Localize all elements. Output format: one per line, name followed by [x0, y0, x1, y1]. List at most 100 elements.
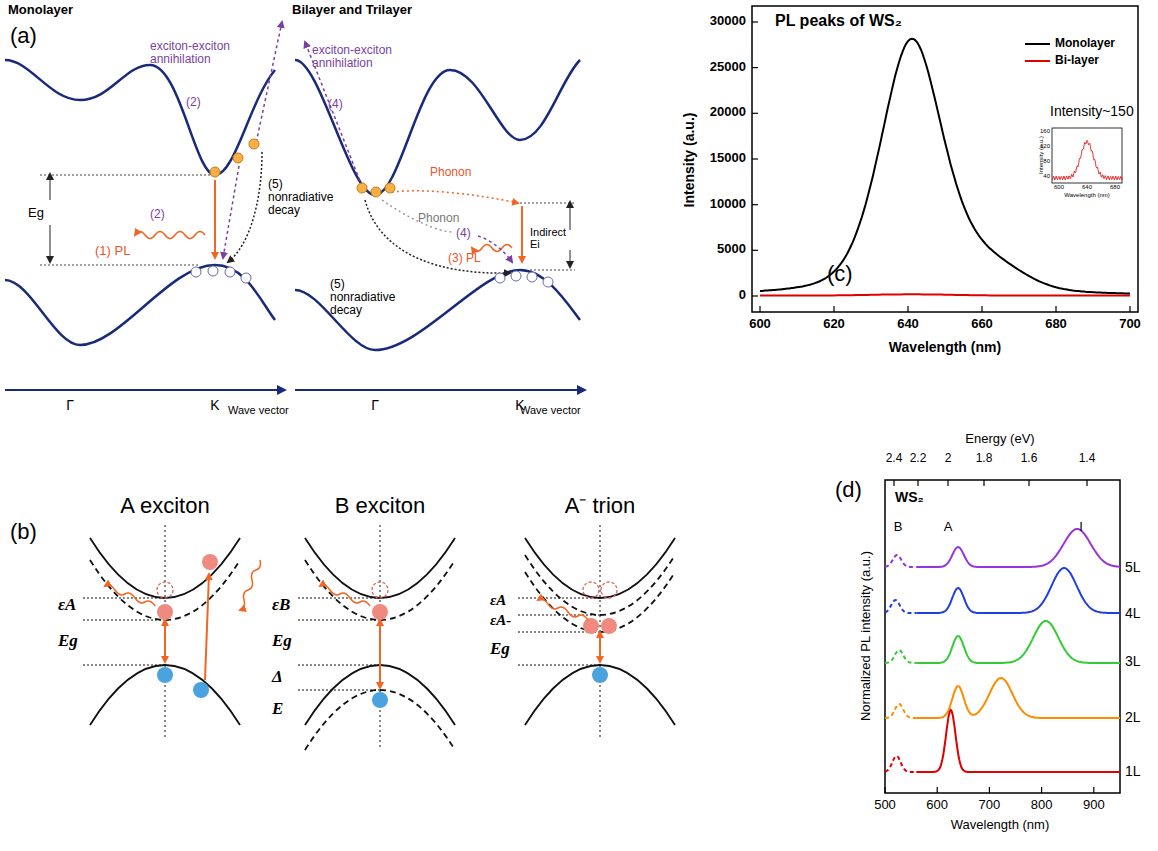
spectrum-curve: [916, 621, 1120, 663]
tick-label: 5000: [717, 242, 746, 256]
axis-tick: [1055, 306, 1056, 312]
axis-tick: [989, 787, 990, 793]
spectrum-curve: [885, 756, 916, 772]
panel-title: A⁻ trion: [565, 494, 636, 518]
tick-label: 0: [739, 288, 746, 302]
energy-label: Indirect Ei: [530, 226, 568, 250]
axis-label: Wavelength (nm): [1064, 192, 1109, 199]
axis-tick: [752, 295, 758, 296]
spectra: [752, 22, 1130, 793]
axis-tick: [937, 787, 938, 793]
series-label: 4L: [1125, 606, 1141, 621]
chart-frame-c: [752, 6, 1138, 312]
energy-label: Eg: [58, 632, 78, 651]
axis-point: Γ: [371, 398, 379, 413]
tick-label: 15000: [710, 151, 746, 165]
panel-title: Bilayer and Trilayer: [292, 3, 412, 17]
chart-title: WS₂: [895, 490, 924, 505]
axis-label: Wavelength (nm): [889, 340, 1001, 355]
panel-letter: (d): [835, 478, 862, 502]
energy-label: εA: [490, 592, 506, 609]
tick-label: 1.8: [976, 452, 993, 465]
axis-tick: [752, 204, 758, 205]
spectrum-curve: [760, 294, 1130, 295]
axis-point: K: [210, 398, 219, 413]
tick-label: 600: [749, 317, 771, 331]
axis-tick: [752, 158, 758, 159]
spectrum-curve: [916, 568, 1120, 613]
process-label: (3) PL: [448, 252, 481, 265]
tick-label: 600: [926, 798, 948, 812]
tick-label: 40: [1043, 173, 1050, 180]
callout-number: (4): [456, 227, 471, 240]
process-label: exciton-exciton annihilation: [312, 44, 407, 70]
tick-label: 1.6: [1021, 452, 1038, 465]
callout-number: (4): [328, 98, 343, 111]
tick-label: 660: [971, 317, 993, 331]
note-label: Intensity~150: [1050, 104, 1134, 119]
process-label: (5) nonradiative decay: [330, 278, 410, 318]
energy-label: Eg: [490, 640, 510, 659]
axis-tick: [981, 306, 982, 312]
spectrum-curve: [885, 650, 916, 663]
tick-label: 25000: [710, 60, 746, 74]
axis-tick: [752, 250, 758, 251]
axis-tick: [893, 480, 894, 486]
energy-label: E: [272, 700, 283, 719]
energy-label: εA: [58, 596, 76, 615]
axis-label: Normalized PL intensity (a.u.): [859, 551, 873, 721]
spectrum-curve: [916, 529, 1120, 567]
process-label: (5) nonradiative decay: [268, 178, 328, 218]
process-label: (1) PL: [95, 244, 130, 258]
tick-label: 120: [1040, 143, 1050, 150]
series-label: 1L: [1125, 764, 1141, 779]
tick-label: 620: [823, 317, 845, 331]
tick-label: 1.4: [1079, 452, 1096, 465]
tick-label: 640: [1082, 184, 1092, 191]
callout-number: (2): [186, 96, 201, 109]
tick-label: 600: [1054, 184, 1064, 191]
tick-label: 80: [1043, 158, 1050, 165]
energy-label: Eg: [272, 632, 292, 651]
panel-letter: (b): [10, 520, 37, 544]
peak-label: B: [894, 520, 903, 534]
process-label: exciton-exciton annihilation: [150, 40, 245, 66]
tick-label: 2.2: [910, 452, 927, 465]
panel-letter: (a): [10, 24, 37, 48]
tick-label: 700: [979, 798, 1001, 812]
tick-label: 500: [874, 798, 896, 812]
tick-label: 10000: [710, 197, 746, 211]
tick-label: 20000: [710, 105, 746, 119]
panel-title: B exciton: [335, 494, 426, 518]
tick-label: 30000: [710, 14, 746, 28]
panel-title: Monolayer: [8, 3, 73, 17]
exciton-schematics: [83, 525, 675, 750]
axis-tick: [752, 67, 758, 68]
axis-tick: [752, 21, 758, 22]
axis-tick: [983, 480, 984, 486]
process-label: Phonon: [430, 166, 471, 179]
tick-label: 680: [1110, 184, 1120, 191]
chart-frame-d: [885, 480, 1120, 793]
spectrum-curve: [916, 678, 1120, 718]
series-label: 5L: [1125, 560, 1141, 575]
axis-label: Intensity (a.u.): [1038, 136, 1045, 174]
axis-label: Wave vector: [520, 404, 581, 416]
inset-curve: [1052, 140, 1122, 180]
axis-label: Energy (eV): [965, 432, 1034, 446]
spectrum-curve: [885, 600, 916, 613]
tick-label: 640: [897, 317, 919, 331]
peak-label: I: [1079, 520, 1083, 534]
axis-tick: [1086, 480, 1087, 486]
spectrum-curve: [916, 710, 1120, 772]
band-diagram-bilayer: [295, 42, 585, 390]
tick-label: 700: [1119, 317, 1141, 331]
spectrum-curve: [760, 39, 1130, 294]
energy-label: Eg: [28, 206, 44, 220]
spectrum-curve: [885, 555, 916, 567]
panel-letter: (c): [827, 262, 853, 286]
tick-label: 2.4: [886, 452, 903, 465]
series-label: 3L: [1125, 654, 1141, 669]
